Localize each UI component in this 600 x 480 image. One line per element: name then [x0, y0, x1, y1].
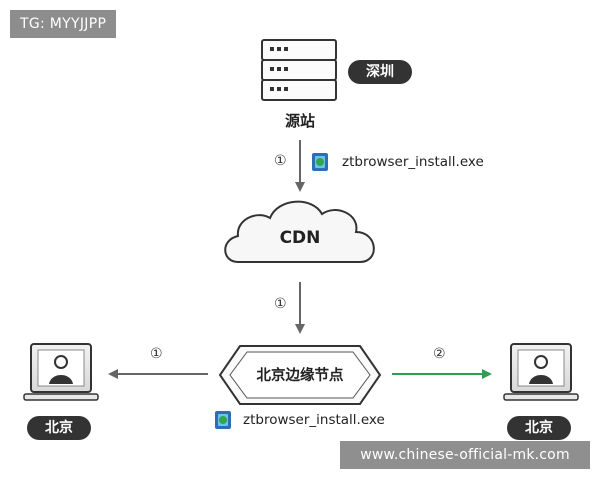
laptop-user-icon — [23, 343, 99, 401]
step-origin-to-cdn: ① — [274, 153, 287, 169]
cdn-label: CDN — [279, 228, 321, 248]
edge-node-shape — [218, 345, 382, 405]
step-cdn-to-edge: ① — [274, 296, 287, 312]
location-badge-right-client: 北京 — [507, 416, 571, 440]
laptop-user-icon — [503, 343, 579, 401]
cdn-cloud-shape — [224, 200, 375, 263]
step-edge-to-right: ② — [433, 346, 446, 362]
server-icon — [261, 39, 337, 101]
installer-file-icon — [312, 153, 328, 171]
step-edge-to-left: ① — [150, 346, 163, 362]
file-name-bottom: ztbrowser_install.exe — [243, 412, 385, 428]
watermark-bottom: www.chinese-official-mk.com — [340, 441, 590, 469]
location-badge-origin: 深圳 — [348, 60, 412, 84]
edge-node-label: 北京边缘节点 — [256, 368, 344, 384]
file-name-top: ztbrowser_install.exe — [342, 154, 484, 170]
origin-label: 源站 — [284, 112, 315, 130]
location-badge-left-client: 北京 — [27, 416, 91, 440]
watermark-top: TG: MYYJJPP — [10, 10, 117, 38]
installer-file-icon — [215, 411, 231, 429]
